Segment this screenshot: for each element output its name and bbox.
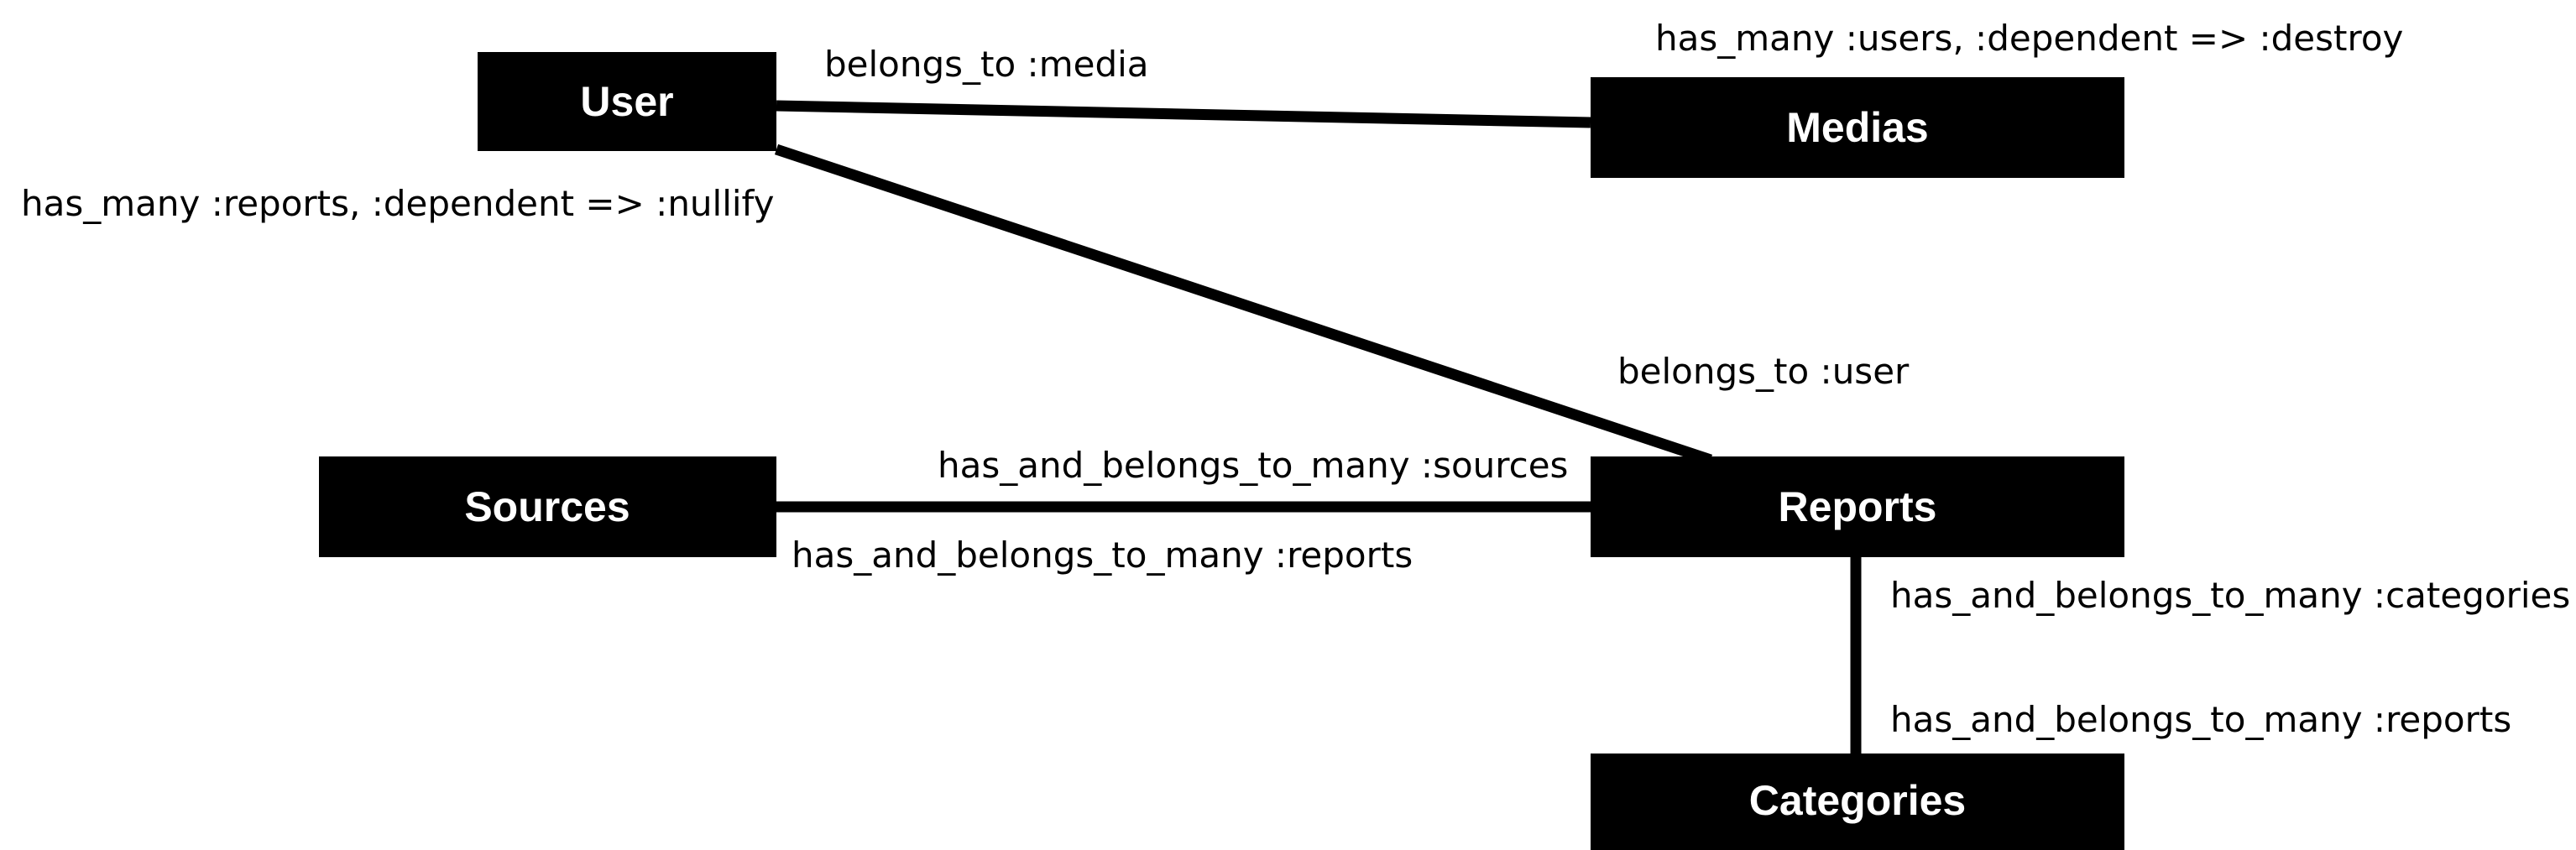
entity-sources-box [319,456,776,557]
label-reports-habtm-categories: has_and_belongs_to_many :categories [1890,575,2570,616]
entity-user-label: User [580,78,673,125]
entity-reports-label: Reports [1779,483,1937,530]
entity-medias[interactable]: Medias [1591,77,2124,178]
label-sources-habtm-reports: has_and_belongs_to_many :reports [792,535,1413,576]
entity-categories-box [1591,754,2124,850]
entity-categories[interactable]: Categories [1591,754,2124,850]
label-medias-has-many-users: has_many :users, :dependent => :destroy [1655,18,2403,59]
entity-medias-box [1591,77,2124,178]
entity-user[interactable]: User [478,52,776,151]
entity-sources[interactable]: Sources [319,456,776,557]
entity-reports-box [1591,456,2124,557]
label-user-has-many-reports: has_many :reports, :dependent => :nullif… [21,183,774,224]
label-reports-habtm-sources: has_and_belongs_to_many :sources [938,445,1568,486]
label-categories-habtm-reports: has_and_belongs_to_many :reports [1890,699,2511,740]
edge-user-medias [776,100,1591,128]
edge-user-reports [774,143,1713,466]
entity-user-box [478,52,776,151]
label-reports-belongs-to-user: belongs_to :user [1617,351,1910,392]
entity-medias-label: Medias [1786,104,1929,151]
entity-reports[interactable]: Reports [1591,456,2124,557]
label-user-belongs-to-media: belongs_to :media [824,44,1149,85]
entity-categories-label: Categories [1749,777,1966,824]
entity-sources-label: Sources [464,483,630,530]
